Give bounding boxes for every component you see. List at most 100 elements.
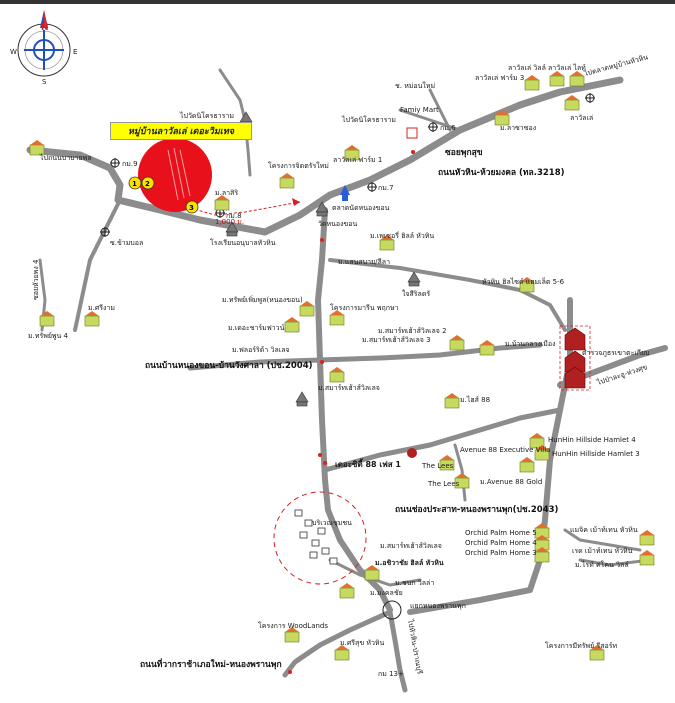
house-icon	[639, 550, 655, 566]
seven-eleven-icon	[406, 127, 418, 139]
label-srisuk: ม.ศรีสุข หัวหิน	[340, 639, 384, 647]
marker-2: 2	[145, 180, 150, 188]
label-trachoo: ตำรวจภูธรเขาตะเกียบ	[582, 349, 650, 357]
road-southwest	[282, 609, 393, 678]
house-icon	[519, 277, 535, 293]
road-network	[26, 68, 668, 693]
red-dots	[288, 150, 415, 674]
label-smart-v: ม.สมาร์ทเฮ้าส์วิลเลจ	[380, 542, 442, 550]
label-lasiri: ม.ลาสิริ	[215, 189, 238, 197]
house-icon	[524, 75, 540, 91]
label-hunhin4: HunHin Hillside Hamlet 4	[548, 436, 636, 444]
label-nongkhon: ถนนบ้านหนองขอน-บ้านวังศาลา (ปช.2004)	[145, 360, 313, 371]
road-nongkhon-ew	[187, 342, 543, 371]
compass-rose	[17, 10, 71, 77]
house-icon	[564, 95, 580, 111]
house-icon	[534, 547, 550, 563]
label-bankhonchum: บริเวณชุมชน	[312, 519, 352, 527]
road-branch-lees	[453, 443, 467, 502]
marker-1: 1	[132, 180, 137, 188]
label-hui: ม.ไฮส์ 88	[460, 395, 490, 404]
house-icon	[84, 311, 100, 327]
label-distance: 1,000 ม.	[215, 218, 244, 226]
house-icon	[569, 71, 585, 87]
label-smart1: ม.สมาร์ทเฮ้าส์วิลเลจ 2	[378, 327, 447, 335]
house-icon	[364, 565, 380, 581]
label-nongpao: ช. หม่อนใหม่	[395, 81, 435, 90]
label-thaikan: แมจิค เม้าท์เทน หัวหิน	[570, 526, 638, 534]
label-km7: กม.7	[378, 184, 394, 192]
house-icon	[454, 473, 470, 489]
label-jijaroen: โครงการจิตตรัรใหม่	[268, 161, 329, 170]
project-plot-hatch	[167, 147, 191, 201]
km6-marker	[428, 122, 438, 132]
road-southeast-2	[578, 558, 652, 567]
label-family-mart: Famiy Mart	[400, 106, 439, 114]
house-icon	[494, 110, 510, 126]
house-icon	[284, 627, 300, 643]
project-location	[138, 138, 212, 212]
road-fmart	[398, 108, 462, 132]
red-circle-icon	[407, 448, 417, 458]
label-thaikan2: เรด เม้าท์เทน หัวหิน	[572, 547, 633, 555]
label-green-market: ตลาดนัดหนองขอน	[332, 204, 390, 212]
label-kongsin: ม.มงคลชัย	[370, 589, 403, 597]
intersection-markers	[100, 93, 595, 620]
label-smart3: ม.สมาร์ทเฮ้าส์วิลเลจ 3	[362, 336, 431, 344]
label-sampmanee: ม.ทรัพย์เพิ่มพูล(หนองขอน)	[222, 295, 303, 304]
label-srikam: ม.ศรีงาม	[88, 304, 115, 312]
house-icon	[29, 140, 45, 156]
label-orchid3: Orchid Palm Home 3	[465, 549, 537, 557]
market-icon	[340, 185, 350, 201]
label-the-lees2: The Lees	[427, 480, 460, 488]
label-school: โรงเรียนอนุบาลหัวหิน	[210, 238, 276, 247]
house-icon	[284, 317, 300, 333]
distance-arrow	[292, 198, 300, 206]
label-kong: ม.ชนก วิลล่า	[395, 579, 434, 587]
label-wat-kho: ไปวัดนิโครธาราม	[179, 111, 234, 120]
house-icon	[279, 173, 295, 189]
red-buildings	[564, 327, 586, 389]
label-sub-kan: ซ.ข้ามบอล	[110, 239, 143, 247]
house-icon	[549, 71, 565, 87]
house-icon	[479, 340, 495, 356]
label-khaen: แยกหนองพรานพุก	[410, 602, 466, 610]
house-icon	[214, 195, 230, 211]
label-orchid4: Orchid Palm Home 4	[465, 539, 537, 547]
temple-icon	[225, 221, 239, 237]
roundabout-marker	[382, 600, 402, 620]
label-km13: กม 13+	[378, 670, 404, 678]
temple-icon	[407, 271, 421, 287]
project-banner: หมู่บ้านลาวัลเล่ เดอะวิมเทจ	[110, 122, 252, 140]
main-road-west	[26, 76, 624, 236]
house-icon	[589, 645, 605, 661]
label-nongpranpuk: ถนนที่วากราช้าเภอใหม่-หนองพรานพุก	[140, 657, 282, 670]
km9-marker	[110, 158, 120, 168]
label-nakarin: ม.แสนสบาย/ลีลา	[338, 258, 390, 266]
house-icon	[39, 311, 55, 327]
house-icon	[439, 455, 455, 471]
compass-e: E	[73, 48, 77, 56]
label-khrong-rich: โครงการมีทรัพย์ รีสอร์ท	[545, 641, 617, 650]
community-zone	[273, 491, 367, 585]
road-east-diag	[328, 258, 567, 332]
house-icon	[529, 433, 545, 449]
label-hua-hin-pransuri: ไปหัวหิน-ปราณบุรี	[406, 618, 425, 675]
house-icon	[329, 310, 345, 326]
label-km8: กม.8	[226, 212, 242, 220]
project-markers	[128, 176, 199, 214]
label-palm: ม.ฟลอร์ริด้า วิลเลจ	[232, 346, 290, 354]
compass-n: N	[41, 23, 49, 33]
house-icon	[299, 301, 315, 317]
label-city88: เดอะซิตี้ 88 เฟส 1	[335, 458, 401, 469]
label-jaisriri: ใจสีริลดรั	[402, 289, 430, 298]
house-icon	[519, 457, 535, 473]
community-buildings	[294, 509, 338, 565]
compass-w: W	[10, 48, 17, 56]
distance-line	[189, 201, 301, 216]
label-hillside-56: หัวหิน ฮิลไซด์ แฮมเล็ต 5-6	[482, 277, 565, 286]
house-icon	[334, 645, 350, 661]
label-soi-puksu: ซอยพุกสุข	[445, 148, 483, 158]
label-vidak: ม.ไรท์ ค่โคน วิลล์	[575, 560, 629, 569]
